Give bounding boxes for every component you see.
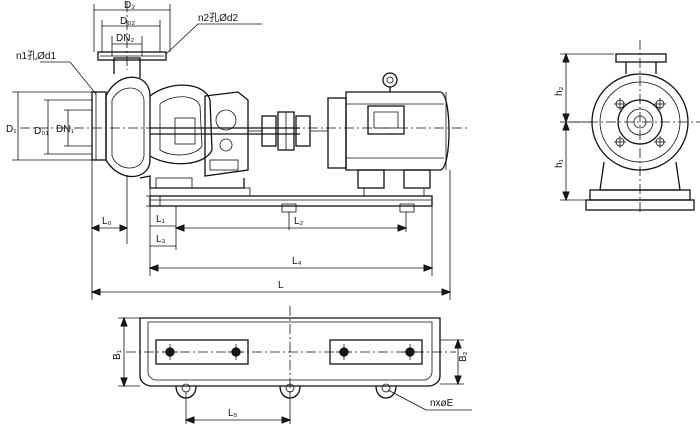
label-h2: h₂ bbox=[554, 86, 565, 96]
dimensions-plan: B₁ B₂ L₅ nxøE bbox=[112, 316, 472, 424]
label-DN2: DN₂ bbox=[116, 33, 134, 44]
dimensions-front: D₂ D₀₂ DN₂ n2孔Ød2 n1孔Ød1 D₁ D₀₁ DN₁ bbox=[6, 0, 452, 300]
pump-casing bbox=[91, 51, 300, 189]
label-DN1: DN₁ bbox=[56, 124, 74, 135]
label-L5: L₅ bbox=[228, 408, 238, 419]
label-L2: L₂ bbox=[294, 216, 304, 227]
label-D02: D₀₂ bbox=[120, 16, 135, 27]
label-L4: L₄ bbox=[292, 256, 302, 267]
label-L1: L₁ bbox=[156, 214, 166, 225]
motor bbox=[327, 72, 450, 196]
coupling bbox=[248, 111, 328, 151]
label-D2: D₂ bbox=[124, 0, 135, 11]
label-B1: B₁ bbox=[112, 349, 123, 360]
label-n2-holes: n2孔Ød2 bbox=[198, 12, 238, 24]
side-centerlines bbox=[570, 40, 700, 215]
label-D01: D₀₁ bbox=[34, 126, 49, 137]
label-h1: h₁ bbox=[554, 158, 565, 168]
plan-centerline bbox=[126, 306, 456, 396]
label-nxE: nxøE bbox=[430, 398, 454, 409]
label-B2: B₂ bbox=[458, 351, 469, 362]
dimensions-side: h₂ h₁ bbox=[554, 52, 614, 202]
label-n1-holes: n1孔Ød1 bbox=[16, 50, 56, 62]
centerlines-front bbox=[20, 2, 470, 129]
label-L: L bbox=[278, 280, 284, 291]
label-L0: L₀ bbox=[102, 216, 112, 227]
label-D1: D₁ bbox=[6, 124, 17, 135]
label-L3: L₃ bbox=[156, 234, 166, 245]
base-plate bbox=[146, 187, 433, 213]
